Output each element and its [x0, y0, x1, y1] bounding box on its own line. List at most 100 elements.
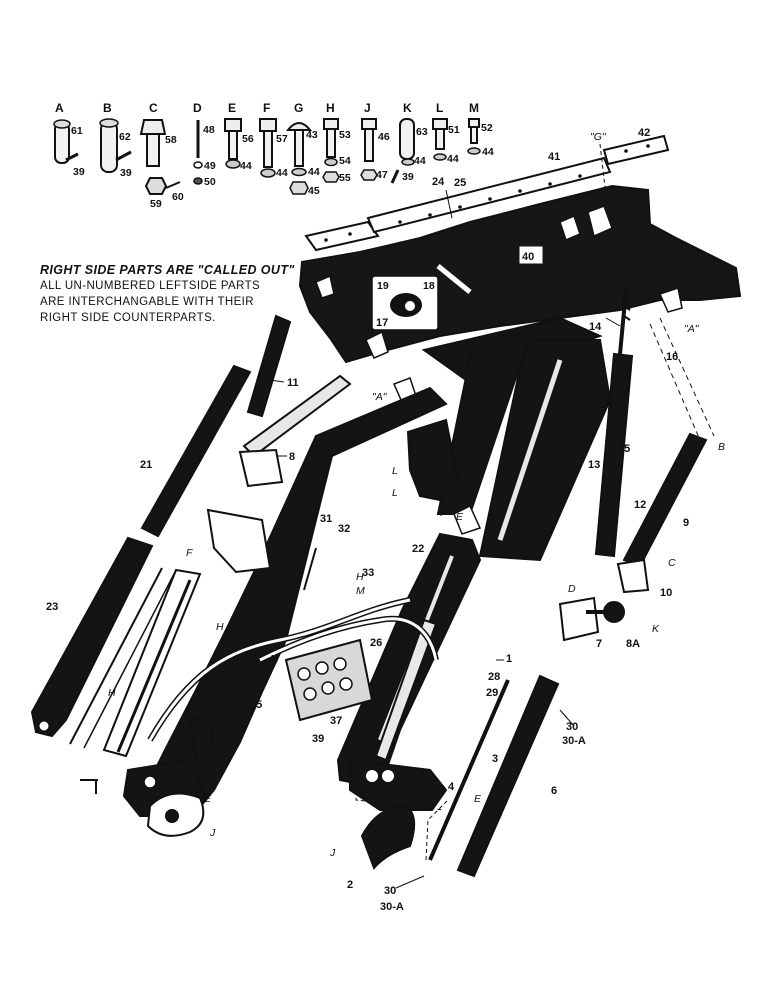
callout-30-lower: 30 [384, 885, 396, 897]
svg-text:E: E [204, 793, 212, 805]
hardware-e-bolt: E 56 44 [224, 101, 254, 172]
callout-42: 42 [638, 127, 650, 139]
hardware-f-bolt: F 57 44 [259, 101, 288, 179]
callout-38: 38 [420, 793, 432, 805]
svg-text:45: 45 [308, 185, 320, 197]
callout-12: 12 [634, 499, 646, 511]
hardware-a-pin: A 61 39 [53, 101, 85, 178]
note-line-3: ARE INTERCHANGABLE WITH THEIR [40, 296, 254, 308]
svg-text:56: 56 [242, 133, 254, 145]
svg-text:B: B [718, 441, 725, 453]
ref-a-right: "A" [684, 323, 700, 335]
svg-text:47: 47 [376, 169, 388, 181]
svg-text:D: D [193, 101, 202, 115]
svg-text:H: H [108, 687, 116, 699]
hardware-c-bolt: C 58 59 60 [139, 101, 184, 210]
callout-27: 27 [276, 601, 288, 613]
callout-29: 29 [486, 687, 498, 699]
callout-41: 41 [548, 151, 560, 163]
cutting-edge-strips: 41 42 "G" "A" [304, 127, 670, 252]
beam-23 [30, 536, 154, 738]
svg-text:H: H [356, 571, 364, 583]
callout-7: 7 [596, 638, 602, 650]
hardware-m-bolt: M 52 44 [467, 101, 494, 158]
callout-30-upper: 30 [566, 721, 578, 733]
hardware-j-bolt: J 46 47 39 [360, 101, 414, 184]
hardware-l-bolt: L 51 44 [432, 101, 460, 165]
note-line-2: ALL UN-NUMBERED LEFTSIDE PARTS [40, 280, 261, 292]
callout-3: 3 [492, 753, 498, 765]
hardware-k-pin: K 63 44 [399, 101, 428, 167]
callout-40: 40 [522, 251, 534, 263]
svg-text:61: 61 [71, 125, 83, 137]
hardware-g-carriage-bolt: G 43 44 45 [285, 101, 320, 197]
svg-text:44: 44 [414, 155, 426, 167]
hydraulic-hoses [147, 597, 439, 742]
callout-37: 37 [330, 715, 342, 727]
svg-text:52: 52 [481, 122, 493, 134]
svg-text:44: 44 [276, 167, 288, 179]
svg-text:B: B [103, 101, 112, 115]
svg-text:19: 19 [377, 280, 389, 292]
control-valve-26 [284, 638, 374, 722]
callout-8a: 8A [626, 638, 640, 650]
svg-text:E: E [474, 793, 482, 805]
svg-text:C: C [668, 557, 676, 569]
callout-11: 11 [287, 377, 299, 389]
ref-g: "G" [590, 131, 607, 143]
svg-text:G: G [294, 101, 303, 115]
svg-text:F: F [263, 101, 270, 115]
hardware-h-bolt: H 53 54 55 [322, 101, 351, 184]
svg-text:F: F [440, 507, 447, 519]
callout-35: 35 [250, 699, 262, 711]
svg-text:17: 17 [376, 317, 388, 329]
callout-20: 20 [474, 427, 486, 439]
loader-frame [122, 316, 612, 817]
svg-text:50: 50 [204, 176, 216, 188]
callout-32: 32 [338, 523, 350, 535]
svg-text:39: 39 [402, 171, 414, 183]
svg-text:62: 62 [119, 131, 131, 143]
svg-text:53: 53 [339, 129, 351, 141]
ref-a-left: "A" [372, 391, 388, 403]
hardware-d-bolt: D 48 49 50 [193, 101, 216, 188]
beam-21 [140, 364, 252, 538]
callout-15: 15 [618, 443, 630, 455]
callout-31: 31 [320, 513, 332, 525]
cutting-edge-left [304, 220, 380, 252]
svg-text:46: 46 [378, 131, 390, 143]
callout-10: 10 [660, 587, 672, 599]
svg-text:39: 39 [120, 167, 132, 179]
svg-text:M: M [270, 653, 279, 665]
svg-text:60: 60 [172, 191, 184, 203]
callout-8: 8 [289, 451, 295, 463]
svg-text:44: 44 [308, 166, 320, 178]
svg-text:F: F [186, 547, 193, 559]
callout-22: 22 [412, 543, 424, 555]
svg-text:E: E [228, 101, 236, 115]
callout-6: 6 [551, 785, 557, 797]
svg-text:D: D [568, 583, 576, 595]
reference-letters: B C D E E E F F H H H J J K L L M M [108, 441, 725, 859]
svg-text:H: H [216, 621, 224, 633]
svg-text:K: K [652, 623, 660, 635]
bucket-40: 40 19 18 17 24 25 "A" "A" "A" [298, 176, 742, 403]
svg-text:H: H [326, 101, 335, 115]
svg-text:A: A [55, 101, 64, 115]
callout-14: 14 [589, 321, 602, 333]
callout-25: 25 [454, 177, 466, 189]
svg-text:58: 58 [165, 134, 177, 146]
callout-4: 4 [448, 781, 455, 793]
loose-bolts [80, 547, 317, 794]
svg-text:J: J [329, 847, 336, 859]
svg-text:M: M [469, 101, 479, 115]
callout-1: 1 [506, 653, 512, 665]
bucket-hinge-block-17: 19 18 17 [371, 275, 439, 331]
svg-text:E: E [456, 511, 464, 523]
svg-text:J: J [209, 827, 216, 839]
note-line-4: RIGHT SIDE COUNTERPARTS. [40, 312, 216, 324]
svg-text:L: L [392, 465, 398, 477]
svg-text:L: L [392, 487, 398, 499]
callout-24: 24 [432, 176, 445, 188]
